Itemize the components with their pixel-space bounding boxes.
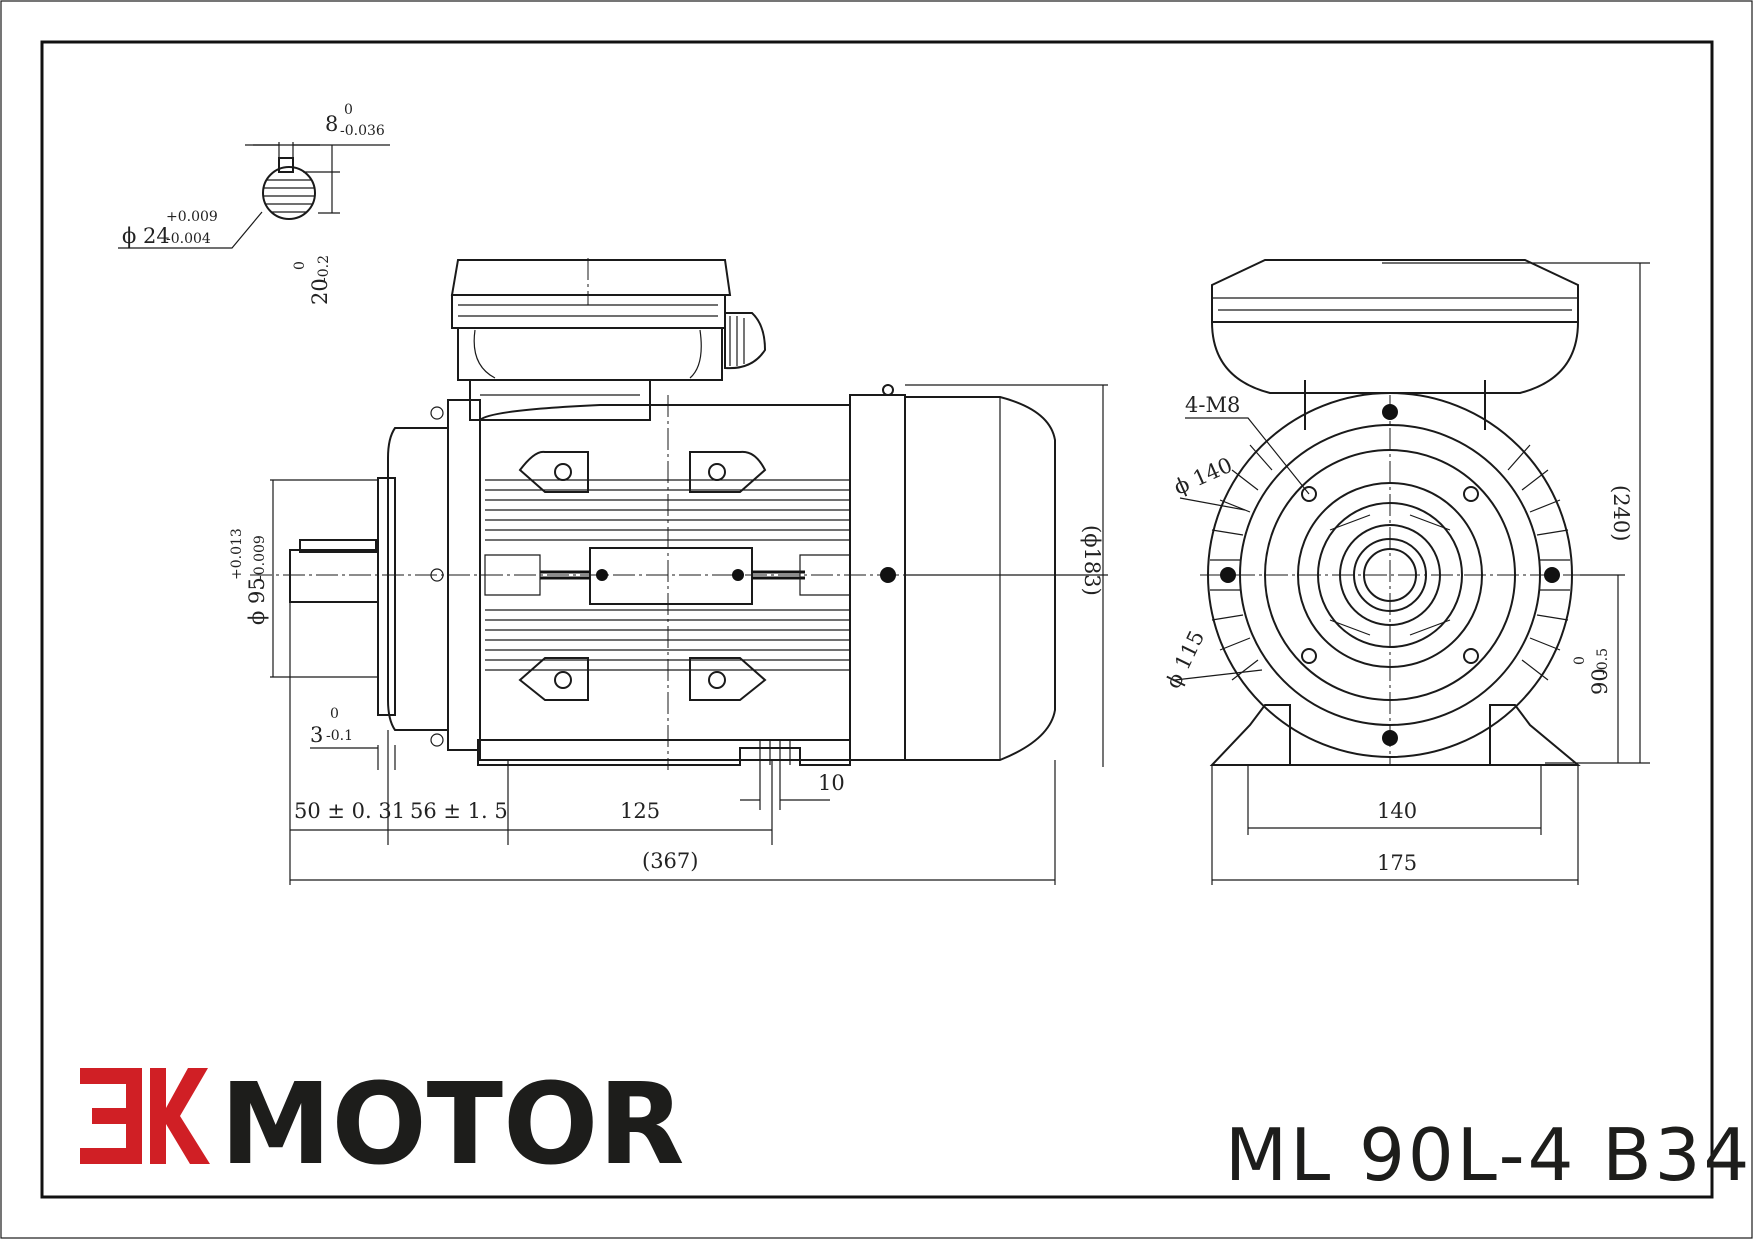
brand-name: MOTOR xyxy=(220,1060,685,1190)
shoulder-foot-label: 56 ± 1. 5 xyxy=(410,799,508,823)
shaft-height-value: 90 xyxy=(1588,668,1612,695)
key-depth-tol-upper: 0 xyxy=(292,261,308,270)
total-height-label: (240) xyxy=(1609,485,1633,541)
foot-width-holes-label: 140 xyxy=(1377,799,1417,823)
spigot-dia-tol-upper: +0.013 xyxy=(229,528,245,580)
brand-logo: MOTOR xyxy=(80,1060,685,1190)
key-width-value: 8 xyxy=(325,112,338,136)
shaft-section-detail: 8 0 -0.036 ϕ 24 +0.009 -0.004 20 0 -0.2 xyxy=(118,102,390,305)
spigot-depth-value: 3 xyxy=(310,723,323,747)
shaft-dia-tol-lower: -0.004 xyxy=(166,231,211,247)
key-width-tol-lower: -0.036 xyxy=(340,123,385,139)
shaft-height-tol-lower: -0.5 xyxy=(1595,648,1611,675)
model-code: ML 90L-4 B34 xyxy=(1225,1113,1752,1197)
shaft-dia-value: ϕ 24 xyxy=(122,224,170,248)
fan-cover-dia-label: (ϕ183) xyxy=(1080,525,1104,596)
foot-holes-distance-label: 125 xyxy=(620,799,660,823)
front-view: 4-M8 ϕ 140 ϕ 115 (240) 90 0 -0.5 140 175 xyxy=(1161,259,1650,885)
drawing-frame xyxy=(40,40,1714,1199)
shaft-length-label: 50 ± 0. 31 xyxy=(294,799,405,823)
key-depth-tol-lower: -0.2 xyxy=(316,255,332,282)
flange-spigot-label: ϕ 115 xyxy=(1161,627,1209,692)
spigot-depth-tol-upper: 0 xyxy=(330,706,339,722)
key-width-tol-upper: 0 xyxy=(344,102,353,118)
foot-hole-label: 10 xyxy=(818,771,845,795)
flange-bolts-label: 4-M8 xyxy=(1185,393,1240,417)
brand-mark-k-glyph xyxy=(150,1068,210,1164)
foot-width-total-label: 175 xyxy=(1377,851,1417,875)
spigot-depth-tol-lower: -0.1 xyxy=(326,728,353,744)
total-length-label: (367) xyxy=(642,849,698,873)
spigot-dia-value: ϕ 95 xyxy=(245,577,269,625)
brand-mark-3-glyph xyxy=(80,1068,142,1164)
side-view: ϕ 95 +0.013 -0.009 3 0 -0.1 50 ± 0. 31 5… xyxy=(229,258,1108,885)
shaft-height-tol-upper: 0 xyxy=(1572,656,1588,665)
flange-pcd-label: ϕ 140 xyxy=(1170,453,1236,500)
key-depth-value: 20 xyxy=(308,278,332,305)
spigot-dia-tol-lower: -0.009 xyxy=(252,535,268,580)
shaft-dia-tol-upper: +0.009 xyxy=(166,209,218,225)
